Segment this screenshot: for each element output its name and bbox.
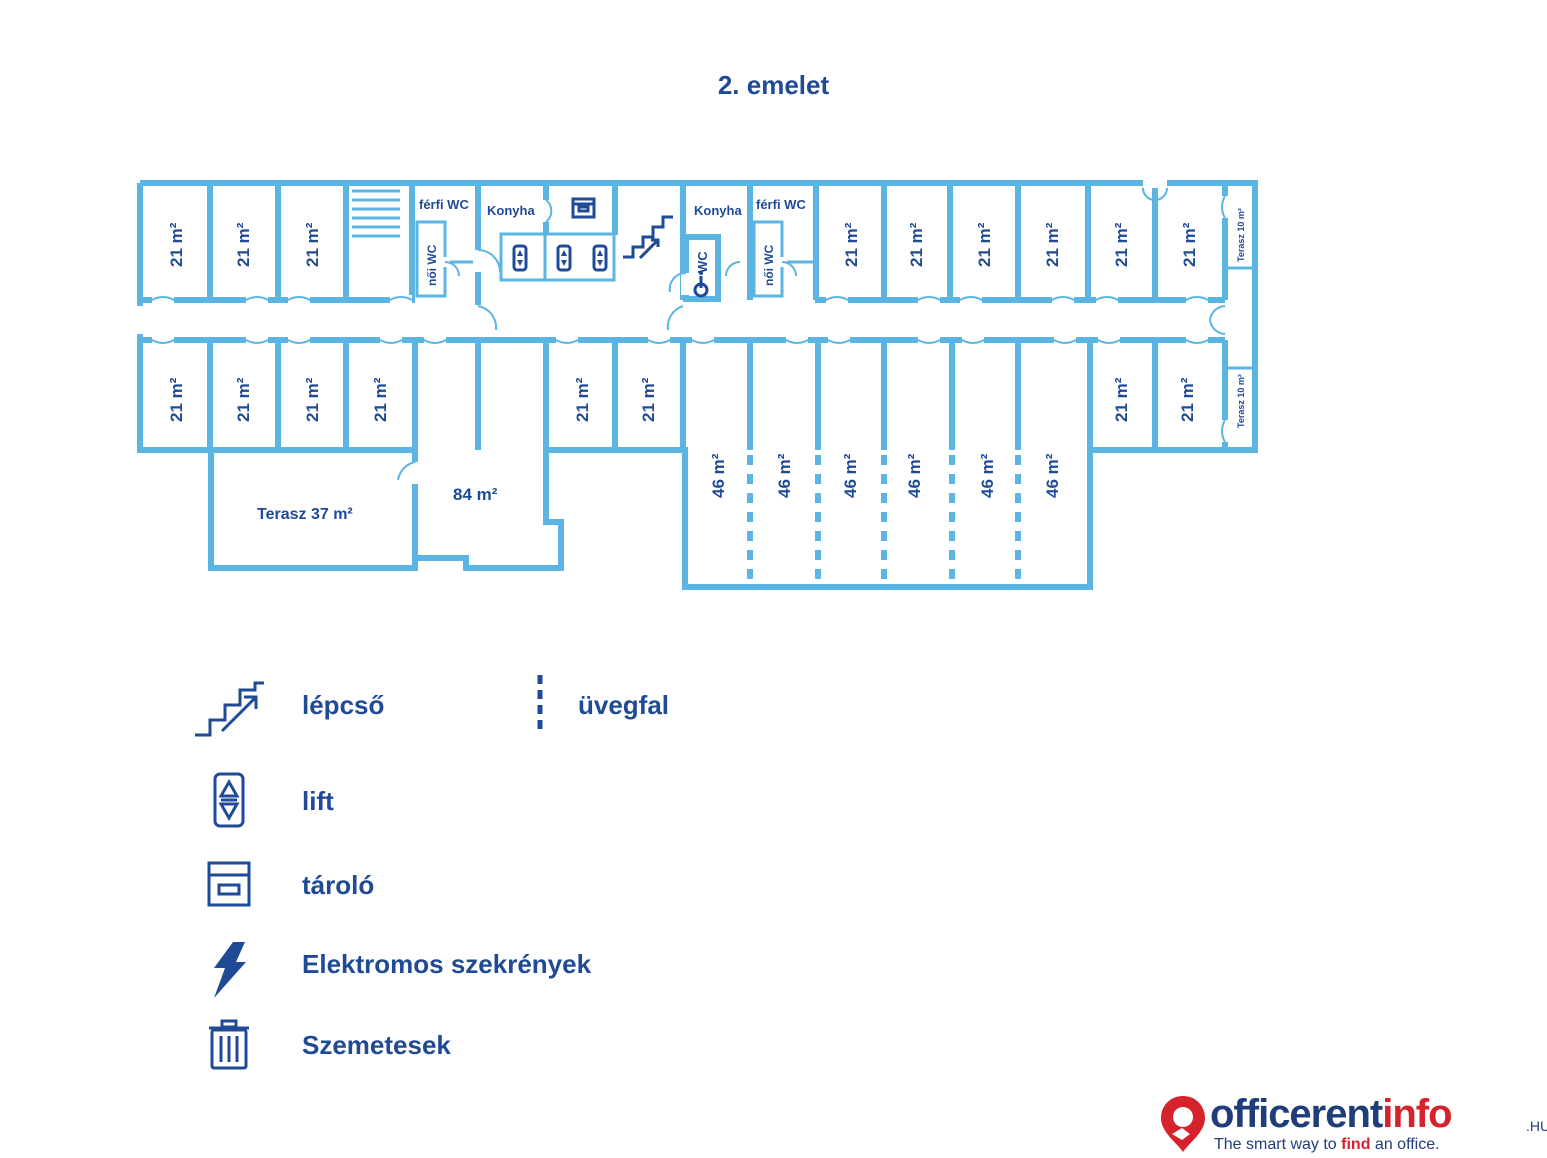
brand-tagline: The smart way to find an office. xyxy=(1214,1136,1440,1153)
room-label-21: 21 m² xyxy=(1180,222,1199,267)
legend-storage-label: tároló xyxy=(302,870,375,900)
terrace-label: Terasz 37 m² xyxy=(257,506,353,523)
room-label-46: 46 m² xyxy=(1043,453,1062,498)
room-label-21: 21 m² xyxy=(167,377,186,422)
lift-icon xyxy=(213,772,245,828)
page-title: 2. emelet xyxy=(717,70,830,100)
kitchen-label: Konyha xyxy=(487,203,535,218)
doors xyxy=(135,178,1230,484)
womens-wc-label: női WC xyxy=(762,244,776,286)
room-label-21: 21 m² xyxy=(1112,377,1131,422)
kitchen-label: Konyha xyxy=(694,203,742,218)
plan-storage-icon xyxy=(571,197,596,219)
room-label-46: 46 m² xyxy=(841,453,860,498)
room-label-21: 21 m² xyxy=(639,377,658,422)
terrace-small-label: Terasz 10 m² xyxy=(1236,208,1246,262)
room-label-21: 21 m² xyxy=(303,377,322,422)
bottom-partitions xyxy=(207,340,1255,587)
room-label-21: 21 m² xyxy=(167,222,186,267)
brand-suffix: .HU xyxy=(1526,1118,1547,1134)
room-label-21: 21 m² xyxy=(907,222,926,267)
room-label-21: 21 m² xyxy=(371,377,390,422)
room-label-46: 46 m² xyxy=(978,453,997,498)
mens-wc-label: férfi WC xyxy=(419,197,469,212)
legend-lift-label: lift xyxy=(302,786,334,816)
room-label-21: 21 m² xyxy=(1178,377,1197,422)
room-label-21: 21 m² xyxy=(1043,222,1062,267)
top-partitions xyxy=(207,183,1255,302)
legend-glass-wall-label: üvegfal xyxy=(578,690,670,720)
mens-wc-label: férfi WC xyxy=(756,197,806,212)
storage-icon xyxy=(207,861,251,907)
trash-icon xyxy=(209,1019,249,1070)
room-labels: 21 m² 21 m² 21 m² 21 m² 21 m² 21 m² 21 m… xyxy=(167,197,1246,523)
room-label-21: 21 m² xyxy=(975,222,994,267)
brand-wordmark: officerentinfo xyxy=(1210,1092,1453,1136)
legend-electric-label: Elektromos szekrények xyxy=(302,949,592,979)
room-label-84: 84 m² xyxy=(453,485,498,504)
lightning-icon xyxy=(214,942,246,998)
room-label-21: 21 m² xyxy=(842,222,861,267)
accessible-wc-label: WC xyxy=(695,251,710,273)
plan-lift-icons xyxy=(512,244,608,272)
legend-trash-label: Szemetesek xyxy=(302,1030,451,1060)
terrace-small-label: Terasz 10 m² xyxy=(1236,374,1246,428)
location-pin-icon xyxy=(1161,1096,1205,1152)
womens-wc-label: női WC xyxy=(425,244,439,286)
plan-stairs-icon xyxy=(623,215,673,260)
stairs-icon xyxy=(195,681,264,737)
room-label-21: 21 m² xyxy=(573,377,592,422)
room-label-21: 21 m² xyxy=(1112,222,1131,267)
room-label-46: 46 m² xyxy=(905,453,924,498)
room-label-46: 46 m² xyxy=(775,453,794,498)
room-label-46: 46 m² xyxy=(709,453,728,498)
wheelchair-icon xyxy=(693,271,709,298)
brand-logo: officerentinfo .HU The smart way to find… xyxy=(1158,1092,1547,1158)
legend-stairs-label: lépcső xyxy=(302,690,385,720)
room-label-21: 21 m² xyxy=(303,222,322,267)
room-label-21: 21 m² xyxy=(234,222,253,267)
room-label-21: 21 m² xyxy=(234,377,253,422)
